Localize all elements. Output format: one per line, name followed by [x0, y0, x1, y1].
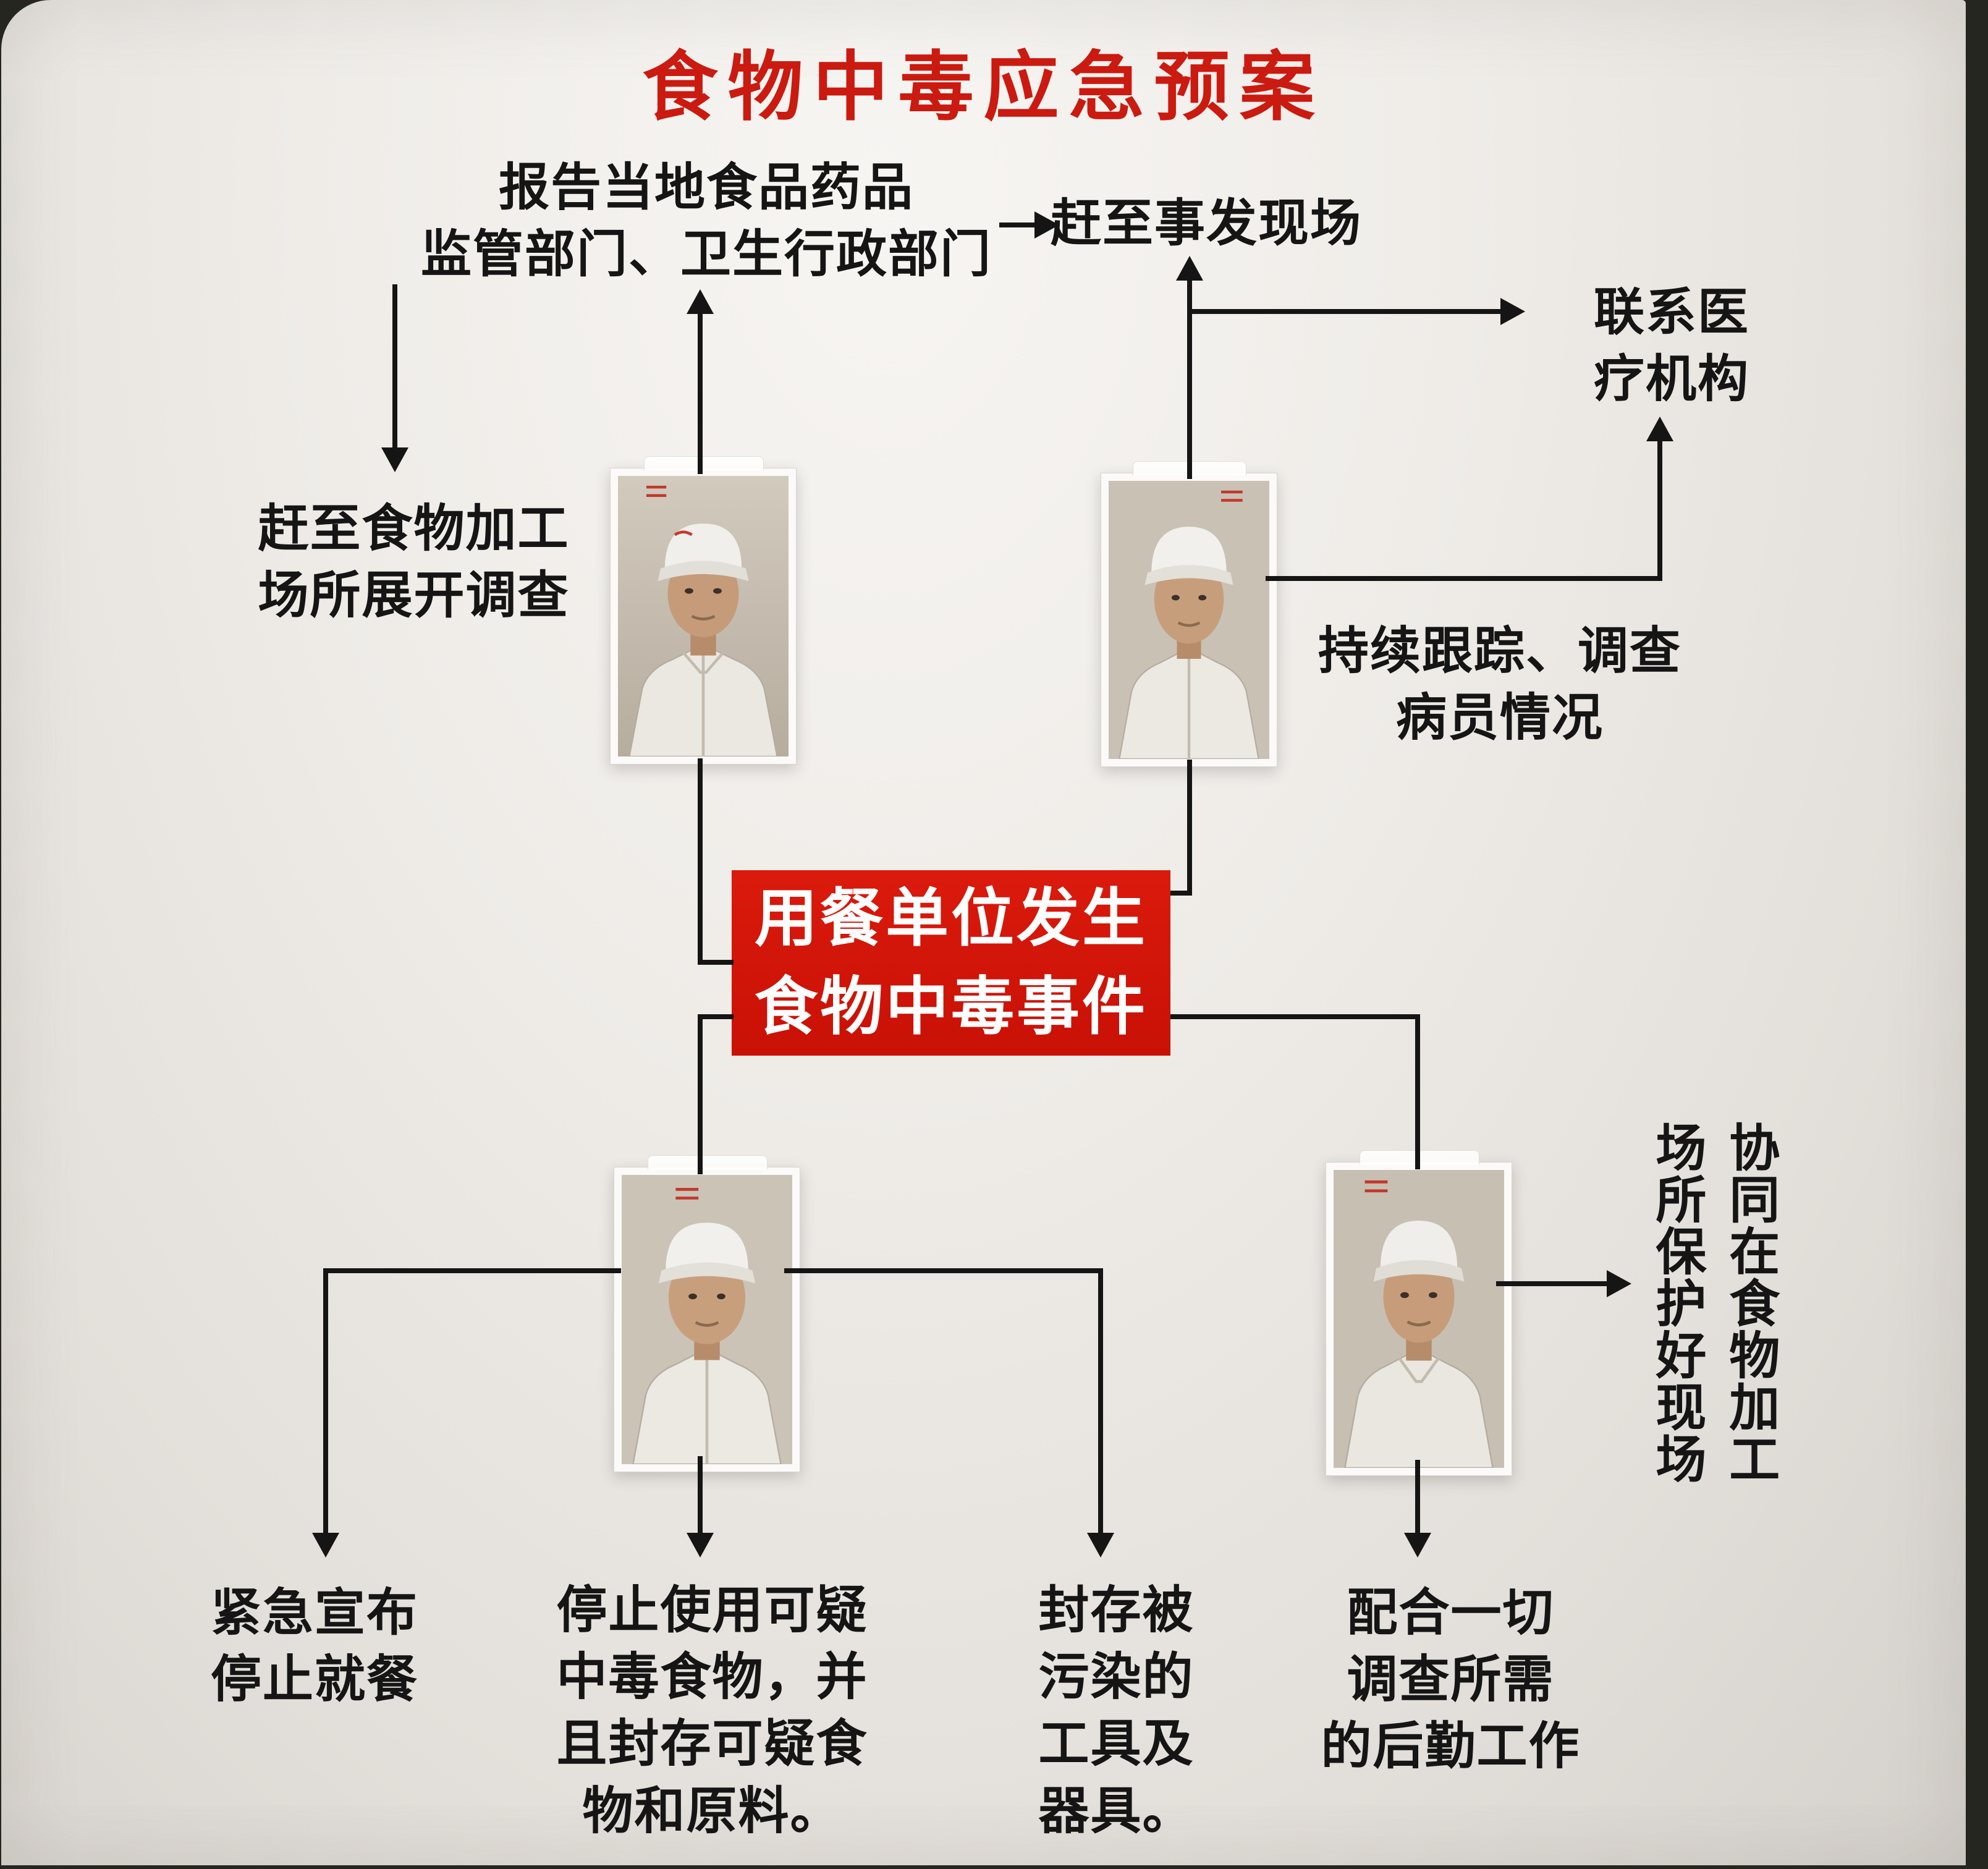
step-seal-food: 停止使用可疑 中毒食物，并 且封存可疑食 物和原料。: [556, 1582, 868, 1839]
step-report-authorities: 报告当地食品药品 监管部门、卫生行政部门: [420, 159, 992, 283]
arrowhead-up: [687, 289, 714, 314]
connector: [698, 960, 734, 965]
poster-title: 食物中毒应急预案: [642, 45, 1325, 129]
connector: [1190, 309, 1502, 314]
arrowhead-up: [1176, 256, 1203, 281]
connector: [1415, 1014, 1420, 1169]
step-seal-tools: 封存被 污染的 工具及 器具。: [1038, 1582, 1195, 1839]
arrowhead-right: [1500, 298, 1525, 325]
connector: [1170, 1014, 1420, 1019]
connector: [392, 284, 397, 450]
arrowhead-right: [1607, 1270, 1631, 1297]
step-investigate-kitchen: 赶至食物加工 场所展开调查: [258, 501, 570, 624]
connector: [698, 1456, 703, 1535]
connector: [698, 1014, 703, 1174]
connector: [1657, 440, 1662, 578]
connector: [784, 1268, 1101, 1273]
connector: [1496, 1281, 1609, 1286]
step-logistics: 配合一切 调查所需 的后勤工作: [1321, 1585, 1581, 1775]
connector: [698, 1014, 734, 1019]
connector: [1187, 760, 1192, 896]
connector: [999, 222, 1036, 227]
step-arrive-scene: 赶至事发现场: [1050, 195, 1362, 252]
arrowhead-down: [381, 447, 408, 472]
connector: [1170, 891, 1191, 896]
staff-portrait-illustration: [1109, 481, 1269, 759]
arrowhead-down: [687, 1533, 714, 1558]
step-stop-dining: 紧急宣布 停止就餐: [210, 1585, 418, 1708]
step-track-patients: 持续跟踪、调查 病员情况: [1318, 623, 1681, 747]
staff-photo-bottom-right: [1326, 1150, 1512, 1476]
arrowhead-right: [1034, 211, 1059, 239]
connector: [698, 758, 703, 965]
connector: [698, 313, 703, 474]
connector: [326, 1268, 621, 1273]
connector: [323, 1268, 328, 1535]
staff-portrait-illustration: [1334, 1170, 1504, 1468]
connector: [1266, 576, 1662, 581]
staff-portrait-illustration: [622, 1175, 792, 1464]
connector: [1187, 279, 1192, 479]
connector: [1415, 1460, 1420, 1535]
event-box: 用餐单位发生 食物中毒事件: [732, 870, 1170, 1056]
staff-photo-top-right: [1101, 461, 1277, 767]
staff-photo-top-left: [610, 456, 797, 765]
step-protect-site: 协同在食物加工 场所保护好现场: [1648, 1121, 1778, 1485]
connector: [1098, 1268, 1103, 1535]
arrowhead-down: [1087, 1533, 1114, 1558]
staff-photo-bottom-left: [614, 1155, 800, 1472]
arrowhead-down: [1404, 1533, 1431, 1558]
arrowhead-up: [1646, 417, 1673, 441]
staff-portrait-illustration: [618, 476, 789, 756]
step-contact-medical: 联系医 疗机构: [1593, 284, 1749, 408]
arrowhead-down: [312, 1533, 339, 1558]
